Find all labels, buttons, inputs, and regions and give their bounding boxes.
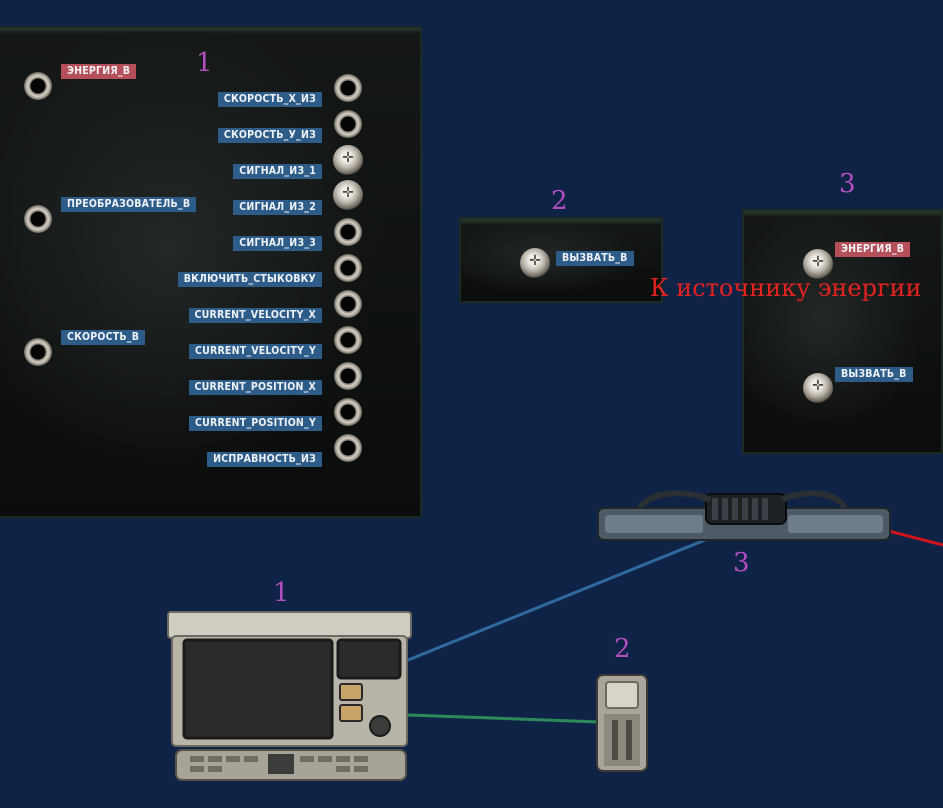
converter-in-socket[interactable]: [24, 205, 52, 233]
panel-header-bar: [744, 211, 941, 217]
output-socket-health[interactable]: [334, 434, 362, 462]
output-plug-signal-1[interactable]: [333, 145, 363, 175]
output-label-current-position-y: CURRENT_POSITION_Y: [189, 416, 322, 431]
docking-call-in-label: ВЫЗВАТЬ_В: [835, 367, 913, 382]
output-label-health: ИСПРАВНОСТЬ_ИЗ: [207, 452, 322, 467]
call-in-label: ВЫЗВАТЬ_В: [556, 251, 634, 266]
output-socket-speed-x[interactable]: [334, 74, 362, 102]
output-label-speed-x: СКОРОСТЬ_X_ИЗ: [217, 92, 322, 107]
output-socket-current-position-y[interactable]: [334, 398, 362, 426]
panel-header-bar: [0, 28, 420, 34]
output-socket-speed-y[interactable]: [334, 110, 362, 138]
velocity-in-socket[interactable]: [24, 338, 52, 366]
power-source-annotation: К источнику энергии: [650, 274, 922, 302]
docking-energy-in-plug[interactable]: [803, 249, 833, 279]
scene-number-port: 2: [614, 634, 631, 664]
output-socket-current-position-x[interactable]: [334, 362, 362, 390]
output-label-signal-3: СИГНАЛ_ИЗ_3: [233, 236, 322, 251]
call-in-plug[interactable]: [520, 248, 550, 278]
output-label-enable-docking: ВКЛЮЧИТЬ_СТЫКОВКУ: [177, 272, 322, 287]
panel-header-bar: [461, 219, 661, 225]
output-label-speed-y: СКОРОСТЬ_У_ИЗ: [217, 128, 322, 143]
scene-red-wire: [884, 528, 943, 547]
output-socket-current-velocity-y[interactable]: [334, 326, 362, 354]
scene-blue-wire: [407, 538, 706, 662]
velocity-in-label: СКОРОСТЬ_В: [61, 330, 146, 345]
output-socket-current-velocity-x[interactable]: [334, 290, 362, 318]
scene-number-docking: 3: [733, 548, 750, 578]
converter-in-label: ПРЕОБРАЗОВАТЕЛЬ_В: [61, 197, 197, 212]
energy-in-socket[interactable]: [24, 72, 52, 100]
panel-number-2: 2: [551, 186, 568, 216]
panel-number-3: 3: [839, 169, 856, 199]
energy-in-label: ЭНЕРГИЯ_В: [61, 64, 137, 79]
scene-number-computer: 1: [273, 578, 290, 608]
output-label-current-velocity-x: CURRENT_VELOCITY_X: [188, 308, 322, 323]
computer-wiring-panel: ЭНЕРГИЯ_В ПРЕОБРАЗОВАТЕЛЬ_В СКОРОСТЬ_В С…: [0, 26, 422, 518]
output-label-signal-1: СИГНАЛ_ИЗ_1: [233, 164, 322, 179]
docking-energy-in-label: ЭНЕРГИЯ_В: [835, 242, 911, 257]
docking-call-in-plug[interactable]: [803, 373, 833, 403]
port-wiring-panel: ВЫЗВАТЬ_В: [459, 217, 663, 303]
docking-wiring-panel: ЭНЕРГИЯ_В ВЫЗВАТЬ_В: [742, 209, 943, 454]
output-label-current-position-x: CURRENT_POSITION_X: [188, 380, 322, 395]
scene-green-wire: [407, 713, 601, 724]
output-plug-signal-2[interactable]: [333, 180, 363, 210]
output-socket-enable-docking[interactable]: [334, 254, 362, 282]
output-label-signal-2: СИГНАЛ_ИЗ_2: [233, 200, 322, 215]
panel-number-1: 1: [196, 48, 213, 78]
output-label-current-velocity-y: CURRENT_VELOCITY_Y: [188, 344, 322, 359]
output-socket-signal-3[interactable]: [334, 218, 362, 246]
